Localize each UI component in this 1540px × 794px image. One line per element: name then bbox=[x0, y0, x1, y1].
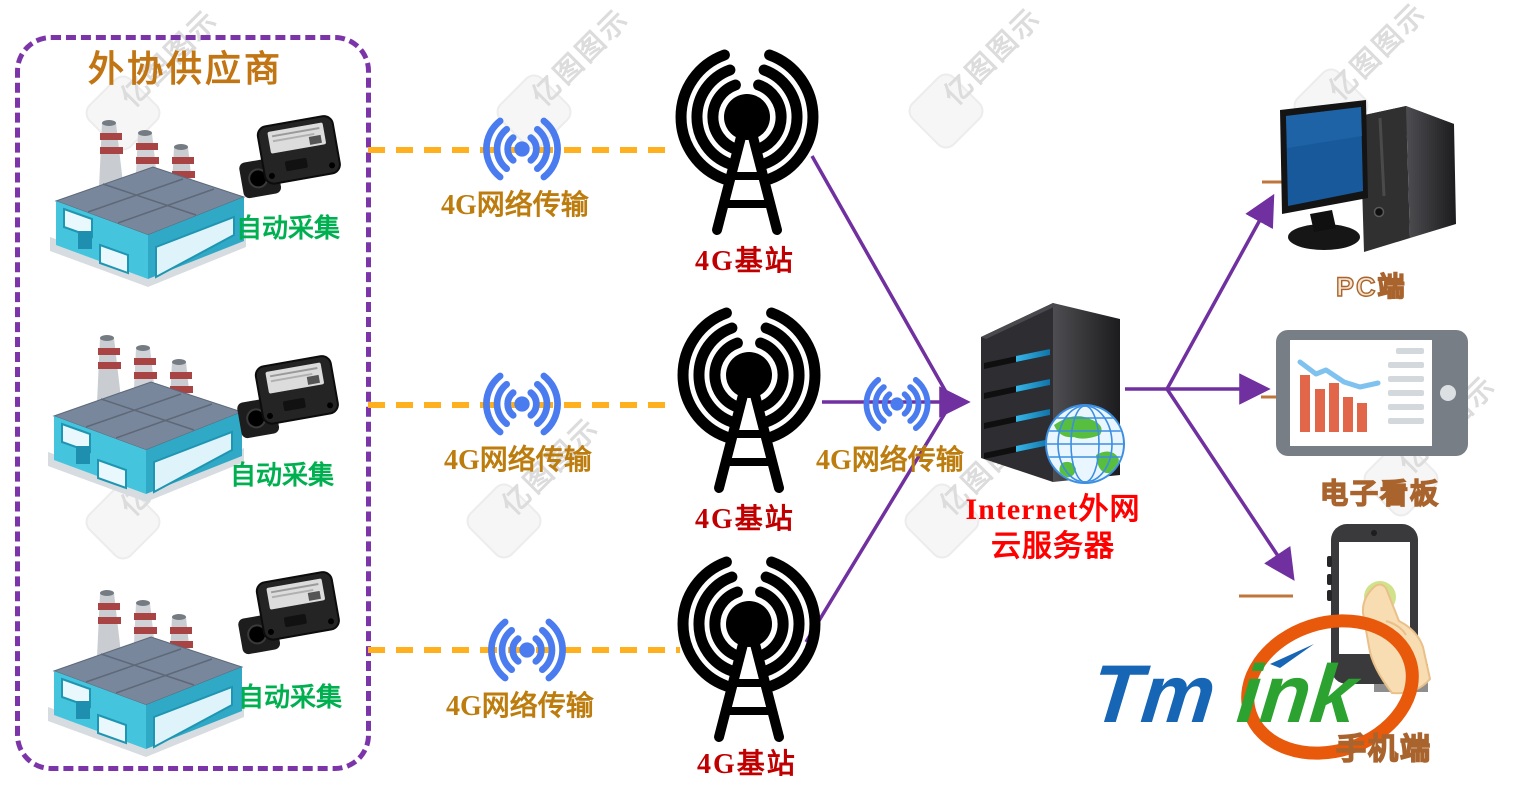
antenna-tower-icon bbox=[674, 552, 824, 744]
wifi-signal-icon bbox=[479, 611, 575, 689]
server-label-line2: 云服务器 bbox=[991, 530, 1115, 563]
auto-collect-label: 自动采集 bbox=[236, 214, 341, 243]
transmission-label: 4G网络传输 bbox=[816, 445, 964, 476]
transmission-label: 4G网络传输 bbox=[441, 190, 589, 221]
wifi-signal-icon bbox=[474, 365, 570, 443]
wifi-signal-icon bbox=[474, 110, 570, 188]
factory-icon bbox=[49, 119, 247, 287]
pc-endpoint-label: PC端 bbox=[1335, 271, 1407, 302]
tmlink-logo: Tm ink bbox=[1087, 614, 1419, 760]
data-collector-icon bbox=[237, 569, 343, 657]
pc-icon bbox=[1280, 100, 1456, 252]
factory-icon bbox=[47, 334, 245, 502]
logo-text-tm: Tm bbox=[1087, 649, 1220, 740]
server-label-line1: Internet外网 bbox=[965, 493, 1141, 526]
transmission-label: 4G网络传输 bbox=[444, 445, 592, 476]
dashboard-tablet-icon bbox=[1276, 330, 1468, 456]
base-station-label: 4G基站 bbox=[695, 504, 795, 535]
transmission-label: 4G网络传输 bbox=[446, 691, 594, 722]
base-station-label: 4G基站 bbox=[697, 749, 797, 780]
globe-icon bbox=[1045, 404, 1125, 484]
base-station-label: 4G基站 bbox=[695, 246, 795, 277]
cloud-server-icon bbox=[981, 303, 1125, 484]
auto-collect-label: 自动采集 bbox=[230, 461, 335, 490]
data-collector-icon bbox=[238, 113, 344, 201]
factory-icon bbox=[47, 589, 245, 757]
data-collector-icon bbox=[236, 353, 342, 441]
wifi-signal-icon bbox=[855, 371, 939, 437]
antenna-tower-icon bbox=[674, 303, 824, 495]
dashboard-endpoint-label: 电子看板 bbox=[1319, 477, 1441, 509]
auto-collect-label: 自动采集 bbox=[238, 683, 343, 712]
supplier-group-title: 外协供应商 bbox=[88, 49, 284, 89]
phone-endpoint-label: 手机端 bbox=[1335, 732, 1432, 766]
logo-text-ink: ink bbox=[1233, 649, 1365, 740]
antenna-tower-icon bbox=[672, 45, 822, 237]
